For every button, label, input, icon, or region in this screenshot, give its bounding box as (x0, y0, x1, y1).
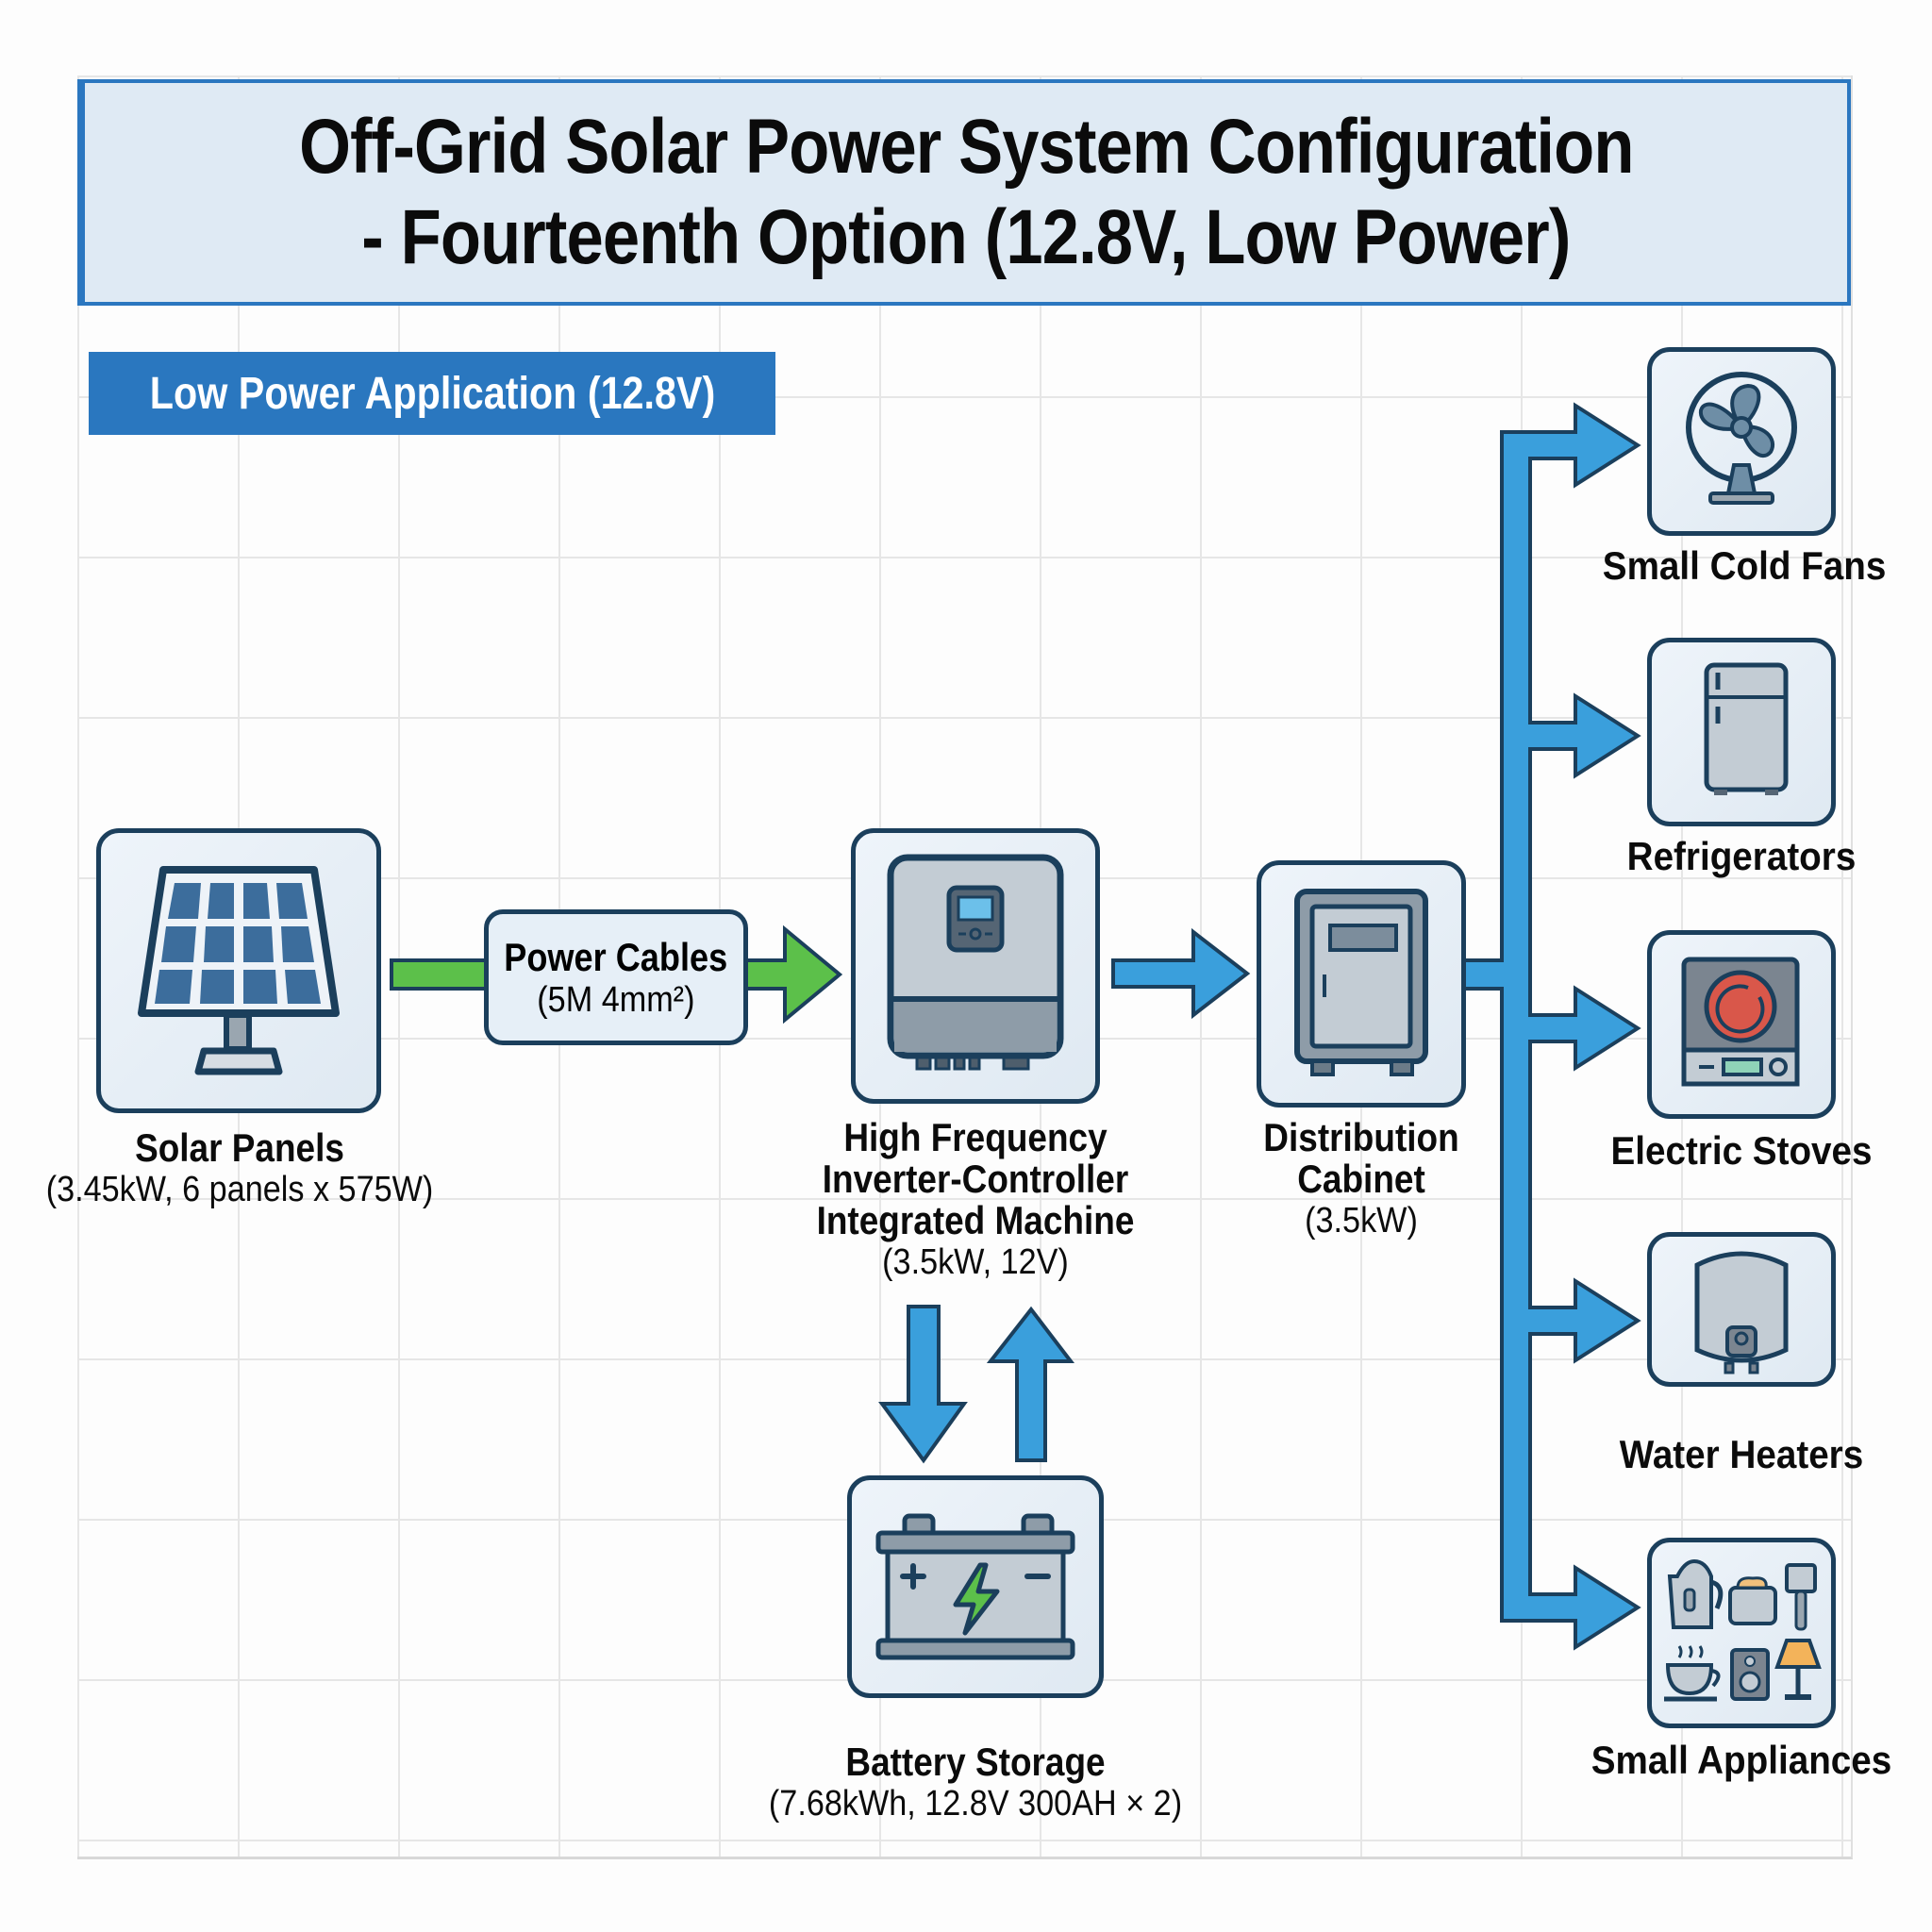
inverter-name-line-2: Inverter-Controller (822, 1157, 1129, 1201)
appliance-card-water-heaters[interactable] (1647, 1232, 1836, 1387)
inverter-name-line-3: Integrated Machine (816, 1198, 1135, 1242)
cabinet-spec: (3.5kW) (1305, 1201, 1418, 1241)
refrigerator-icon (1704, 662, 1789, 795)
kettle-icon (1667, 1558, 1724, 1629)
solar-panels-label: Solar Panels (3.45kW, 6 panels x 575W) (0, 1127, 479, 1210)
power-cables-spec: (5M 4mm²) (537, 979, 695, 1020)
speaker-icon (1730, 1648, 1770, 1701)
battery-spec: (7.68kWh, 12.8V 300AH × 2) (768, 1784, 1183, 1824)
power-cables-box[interactable]: Power Cables (5M 4mm²) (484, 909, 748, 1045)
battery-name: Battery Storage (845, 1740, 1106, 1784)
solar-panels-name: Solar Panels (135, 1125, 344, 1170)
appliance-label-fans: Small Cold Fans (1602, 543, 1887, 588)
distribution-cabinet-card[interactable] (1257, 860, 1466, 1108)
green-arrow-tail (390, 958, 488, 991)
distribution-bus (1462, 402, 1641, 1651)
inverter-spec: (3.5kW, 12V) (882, 1242, 1069, 1282)
appliance-label-stoves: Electric Stoves (1610, 1128, 1873, 1173)
battery-storage-label: Battery Storage (7.68kWh, 12.8V 300AH × … (689, 1741, 1262, 1824)
battery-icon (875, 1513, 1075, 1660)
battery-storage-card[interactable] (847, 1475, 1104, 1698)
solar-panel-icon (138, 866, 340, 1075)
appliance-card-stoves[interactable] (1647, 930, 1836, 1119)
small-appliances-icon (1664, 1558, 1822, 1702)
stove-icon (1681, 957, 1800, 1087)
water-heater-icon (1694, 1251, 1789, 1374)
arrow-up-from-battery (986, 1306, 1075, 1462)
appliance-card-refrigerators[interactable] (1647, 638, 1836, 826)
green-arrow-head (744, 924, 843, 1024)
inverter-name-line-1: High Frequency (843, 1115, 1108, 1159)
application-badge: Low Power Application (12.8V) (89, 352, 775, 435)
solar-panels-spec: (3.45kW, 6 panels x 575W) (45, 1170, 434, 1209)
appliance-label-water-heaters: Water Heaters (1619, 1432, 1864, 1476)
cabinet-name-line-1: Distribution (1263, 1115, 1459, 1159)
arrow-down-to-battery (878, 1305, 968, 1464)
fan-icon (1686, 372, 1797, 505)
toaster-icon (1728, 1576, 1777, 1625)
coffee-cup-icon (1664, 1645, 1721, 1702)
title-banner: Off-Grid Solar Power System Configuratio… (77, 79, 1851, 306)
title-line-2: - Fourteenth Option (12.8V, Low Power) (361, 194, 1571, 280)
distribution-cabinet-label: Distribution Cabinet (3.5kW) (1210, 1117, 1512, 1241)
power-cables-name: Power Cables (504, 934, 728, 979)
solar-panels-card[interactable] (96, 828, 381, 1113)
cabinet-icon (1294, 889, 1428, 1076)
arrow-inverter-to-cabinet (1111, 927, 1251, 1020)
application-badge-label: Low Power Application (12.8V) (149, 368, 715, 419)
cabinet-name-line-2: Cabinet (1297, 1157, 1425, 1201)
appliance-label-small-appliances: Small Appliances (1591, 1738, 1892, 1782)
inverter-card[interactable] (851, 828, 1100, 1104)
inverter-label: High Frequency Inverter-Controller Integ… (758, 1117, 1192, 1283)
green-flow-arrow (390, 924, 843, 1024)
appliance-card-fans[interactable] (1647, 347, 1836, 536)
inverter-icon (887, 854, 1064, 1071)
hair-dryer-icon (1785, 1563, 1817, 1631)
title-line-1: Off-Grid Solar Power System Configuratio… (298, 104, 1634, 190)
appliance-label-refrigerators: Refrigerators (1626, 834, 1857, 878)
lamp-icon (1774, 1639, 1822, 1700)
appliance-card-small-appliances[interactable] (1647, 1538, 1836, 1728)
